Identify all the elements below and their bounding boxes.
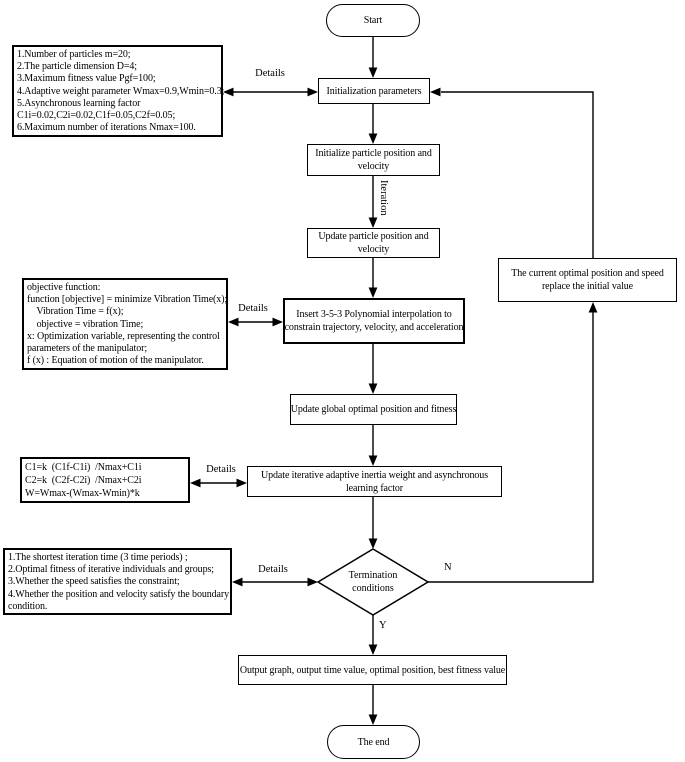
arrowheads	[190, 67, 598, 725]
termination-diamond-shape	[316, 548, 430, 616]
node-line: learning factor	[345, 482, 404, 494]
update-weights-node: Update iterative adaptive inertia weight…	[247, 466, 502, 497]
note-line: objective = vibration Time;	[27, 318, 144, 330]
note-line: 1.Number of particles m=20;	[17, 49, 131, 60]
note-line: x: Optimization variable, representing t…	[27, 330, 220, 342]
note-line: condition.	[8, 600, 48, 612]
details-label-termination: Details	[258, 564, 288, 575]
node-line: Termination	[348, 570, 398, 581]
node-line: replace the initial value	[541, 281, 634, 292]
iteration-label: Iteration	[378, 180, 389, 216]
update-global-label: Update global optimal position and fitne…	[290, 404, 457, 415]
node-line: Update particle position and	[318, 231, 429, 242]
note-line: 3.Whether the speed satisfies the constr…	[8, 576, 180, 588]
note-line: parameters of the manipulator;	[27, 343, 148, 355]
termination-criteria-note: 1.The shortest iteration time (3 time pe…	[3, 548, 232, 615]
node-line: conditions	[352, 583, 394, 594]
note-line: objective function:	[27, 282, 101, 293]
end-label: The end	[357, 736, 390, 748]
node-line: Update iterative adaptive inertia weight…	[261, 469, 488, 481]
output-node: Output graph, output time value, optimal…	[238, 655, 507, 685]
replace-initial-node: The current optimal position and speed r…	[498, 258, 677, 302]
init-parameters-note: 1.Number of particles m=20; 2.The partic…	[12, 45, 225, 137]
start-label: Start	[363, 15, 383, 26]
note-line: f (x) : Equation of motion of the manipu…	[27, 355, 204, 367]
node-line: Insert 3-5-3 Polynomial interpolation to	[296, 309, 452, 320]
termination-conditions-node: Termination conditions	[323, 555, 423, 609]
no-branch-label: N	[444, 562, 452, 573]
note-line: function [objective] = minimize Vibratio…	[27, 294, 228, 306]
note-line: 5.Asynchronous learning factor	[17, 97, 141, 109]
node-line: velocity	[357, 244, 390, 255]
note-line: 4.Whether the position and velocity sati…	[8, 588, 230, 600]
note-line: 2.Optimal fitness of iterative individua…	[8, 564, 214, 576]
note-line: 1.The shortest iteration time (3 time pe…	[8, 552, 188, 563]
output-label: Output graph, output time value, optimal…	[239, 664, 506, 676]
note-line: C1=k (C1f-C1i) /Nmax+C1i	[25, 462, 142, 473]
details-label-equations: Details	[206, 464, 236, 475]
initialization-parameters-node: Initialization parameters	[318, 78, 430, 104]
objective-function-note: objective function: function [objective]…	[22, 278, 228, 370]
details-label-params: Details	[255, 68, 285, 79]
start-node: Start	[326, 4, 420, 37]
insert-interpolation-node: Insert 3-5-3 Polynomial interpolation to…	[283, 298, 465, 344]
note-line: 6.Maximum number of iterations Nmax=100.	[17, 122, 196, 134]
end-node: The end	[327, 725, 420, 759]
weight-equations-note: C1=k (C1f-C1i) /Nmax+C1i C2=k (C2f-C2i) …	[20, 457, 190, 503]
node-line: constrain trajectory, velocity, and acce…	[284, 322, 464, 333]
note-line: 2.The particle dimension D=4;	[17, 61, 137, 73]
yes-branch-label: Y	[379, 620, 387, 631]
note-line: 3.Maximum fitness value Pgf=100;	[17, 73, 156, 85]
note-line: Vibration Time = f(x);	[27, 306, 124, 318]
note-line: C1i=0.02,C2i=0.02,C1f=0.05,C2f=0.05;	[17, 110, 176, 122]
initialization-parameters-label: Initialization parameters	[326, 85, 422, 97]
node-line: Initialize particle position and	[315, 148, 432, 159]
note-line: W=Wmax-(Wmax-Wmin)*k	[25, 488, 140, 499]
edge-replace-to-init	[441, 91, 594, 258]
note-line: C2=k (C2f-C2i) /Nmax+C2i	[25, 475, 142, 486]
edge-no-feedback	[428, 312, 594, 583]
node-line: The current optimal position and speed	[511, 268, 664, 279]
edge-paths	[200, 36, 594, 716]
note-line: 4.Adaptive weight parameter Wmax=0.9,Wmi…	[17, 85, 225, 97]
initialize-particle-node: Initialize particle position and velocit…	[307, 144, 440, 176]
update-particle-node: Update particle position and velocity	[307, 228, 440, 258]
details-label-objective: Details	[238, 303, 268, 314]
node-line: velocity	[357, 161, 390, 172]
update-global-node: Update global optimal position and fitne…	[290, 394, 457, 425]
